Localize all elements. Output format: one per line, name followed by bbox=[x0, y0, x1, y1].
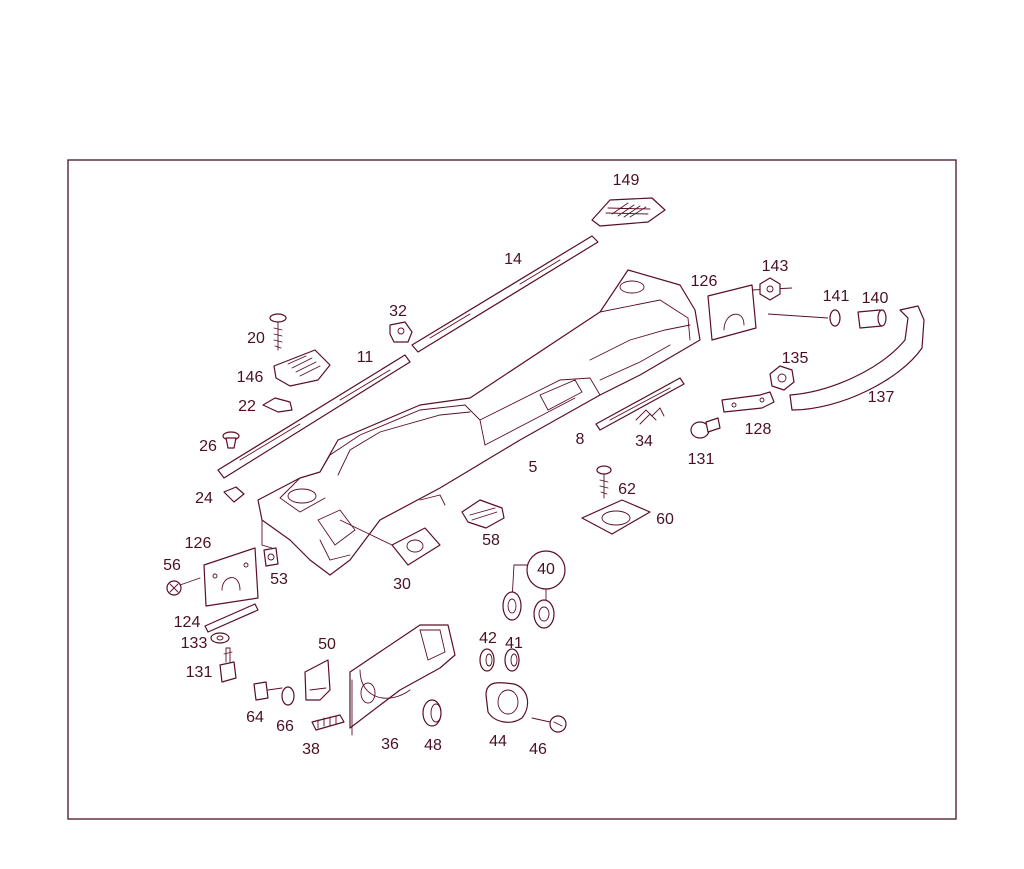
part-defroster-strip bbox=[411, 235, 599, 353]
part-plug-26 bbox=[222, 431, 240, 449]
callout-5: 5 bbox=[529, 459, 538, 476]
part-nut-135 bbox=[769, 365, 795, 391]
part-bushing-41 bbox=[504, 648, 520, 672]
callout-44: 44 bbox=[489, 733, 507, 750]
callout-labels: 149 14 126 143 141 140 32 20 11 146 135 … bbox=[163, 172, 894, 758]
part-bushing-42 bbox=[479, 648, 495, 672]
callout-26: 26 bbox=[199, 438, 217, 455]
part-connector-38 bbox=[311, 714, 345, 731]
callout-135: 135 bbox=[782, 350, 809, 367]
part-strap-128 bbox=[721, 391, 775, 413]
part-nut-143 bbox=[759, 277, 781, 301]
callout-133: 133 bbox=[181, 635, 208, 652]
part-bracket-50 bbox=[304, 659, 331, 701]
callout-53: 53 bbox=[270, 571, 288, 588]
callout-146: 146 bbox=[237, 369, 264, 386]
part-bracket-right-126 bbox=[707, 284, 793, 341]
part-group-40 bbox=[502, 550, 566, 629]
callout-14: 14 bbox=[504, 251, 522, 268]
part-screw-62 bbox=[596, 465, 612, 499]
part-trim-strip bbox=[217, 354, 411, 479]
callout-149: 149 bbox=[613, 172, 640, 189]
part-grommet-48 bbox=[422, 699, 442, 727]
part-strip-124 bbox=[204, 603, 259, 633]
callout-48: 48 bbox=[424, 737, 442, 754]
callout-41: 41 bbox=[505, 635, 523, 652]
callout-38: 38 bbox=[302, 741, 320, 758]
part-clip-22 bbox=[262, 397, 293, 413]
part-washer-141 bbox=[767, 309, 841, 327]
callout-58: 58 bbox=[482, 532, 500, 549]
callout-66: 66 bbox=[276, 718, 294, 735]
part-vent-146 bbox=[273, 349, 331, 387]
part-bolt-left-131 bbox=[219, 647, 237, 683]
callout-32: 32 bbox=[389, 303, 407, 320]
part-lower-panel-36 bbox=[349, 624, 456, 736]
callout-131-left: 131 bbox=[186, 664, 213, 681]
callout-126-right: 126 bbox=[691, 273, 718, 290]
callout-128: 128 bbox=[745, 421, 772, 438]
callout-131-right: 131 bbox=[688, 451, 715, 468]
callout-36: 36 bbox=[381, 736, 399, 753]
part-housing-44 bbox=[485, 682, 529, 723]
callout-64: 64 bbox=[246, 709, 264, 726]
callout-34: 34 bbox=[635, 433, 653, 450]
part-spring-clip-34 bbox=[635, 407, 665, 425]
callout-124: 124 bbox=[174, 614, 201, 631]
part-screw-46 bbox=[531, 715, 567, 733]
dashboard-main-body bbox=[257, 269, 701, 576]
callout-62: 62 bbox=[618, 481, 636, 498]
callout-50: 50 bbox=[318, 636, 336, 653]
callout-46: 46 bbox=[529, 741, 547, 758]
callout-24: 24 bbox=[195, 490, 213, 507]
callout-143: 143 bbox=[762, 258, 789, 275]
part-clip-24 bbox=[223, 486, 245, 503]
part-sleeve-140 bbox=[857, 309, 887, 329]
part-screw-56 bbox=[166, 577, 201, 596]
part-rail-8 bbox=[595, 377, 685, 431]
diagram-frame bbox=[67, 159, 957, 820]
callout-126-left: 126 bbox=[185, 535, 212, 552]
part-bracket-left-126 bbox=[203, 547, 259, 607]
part-clip-53 bbox=[263, 547, 279, 567]
callout-140: 140 bbox=[862, 290, 889, 307]
part-vent-grille bbox=[591, 197, 666, 227]
part-switch-panel-30 bbox=[339, 519, 441, 566]
part-cover-58 bbox=[461, 499, 505, 529]
part-clip-32 bbox=[389, 321, 413, 343]
callout-30: 30 bbox=[393, 576, 411, 593]
callout-11: 11 bbox=[357, 349, 374, 366]
callout-40: 40 bbox=[537, 561, 555, 578]
part-grab-handle-137 bbox=[789, 305, 925, 411]
callout-22: 22 bbox=[238, 398, 256, 415]
part-plate-60 bbox=[581, 499, 651, 535]
callout-42: 42 bbox=[479, 630, 497, 647]
callout-56: 56 bbox=[163, 557, 181, 574]
part-bolt-64 bbox=[253, 681, 283, 701]
part-washer-133 bbox=[210, 632, 230, 644]
callout-60: 60 bbox=[656, 511, 674, 528]
callout-141: 141 bbox=[823, 288, 850, 305]
callout-20: 20 bbox=[247, 330, 265, 347]
part-screw-20 bbox=[269, 313, 287, 351]
part-washer-66 bbox=[281, 686, 295, 706]
callout-8: 8 bbox=[576, 431, 585, 448]
part-bolt-right-131 bbox=[690, 417, 721, 439]
callout-137: 137 bbox=[868, 389, 895, 406]
